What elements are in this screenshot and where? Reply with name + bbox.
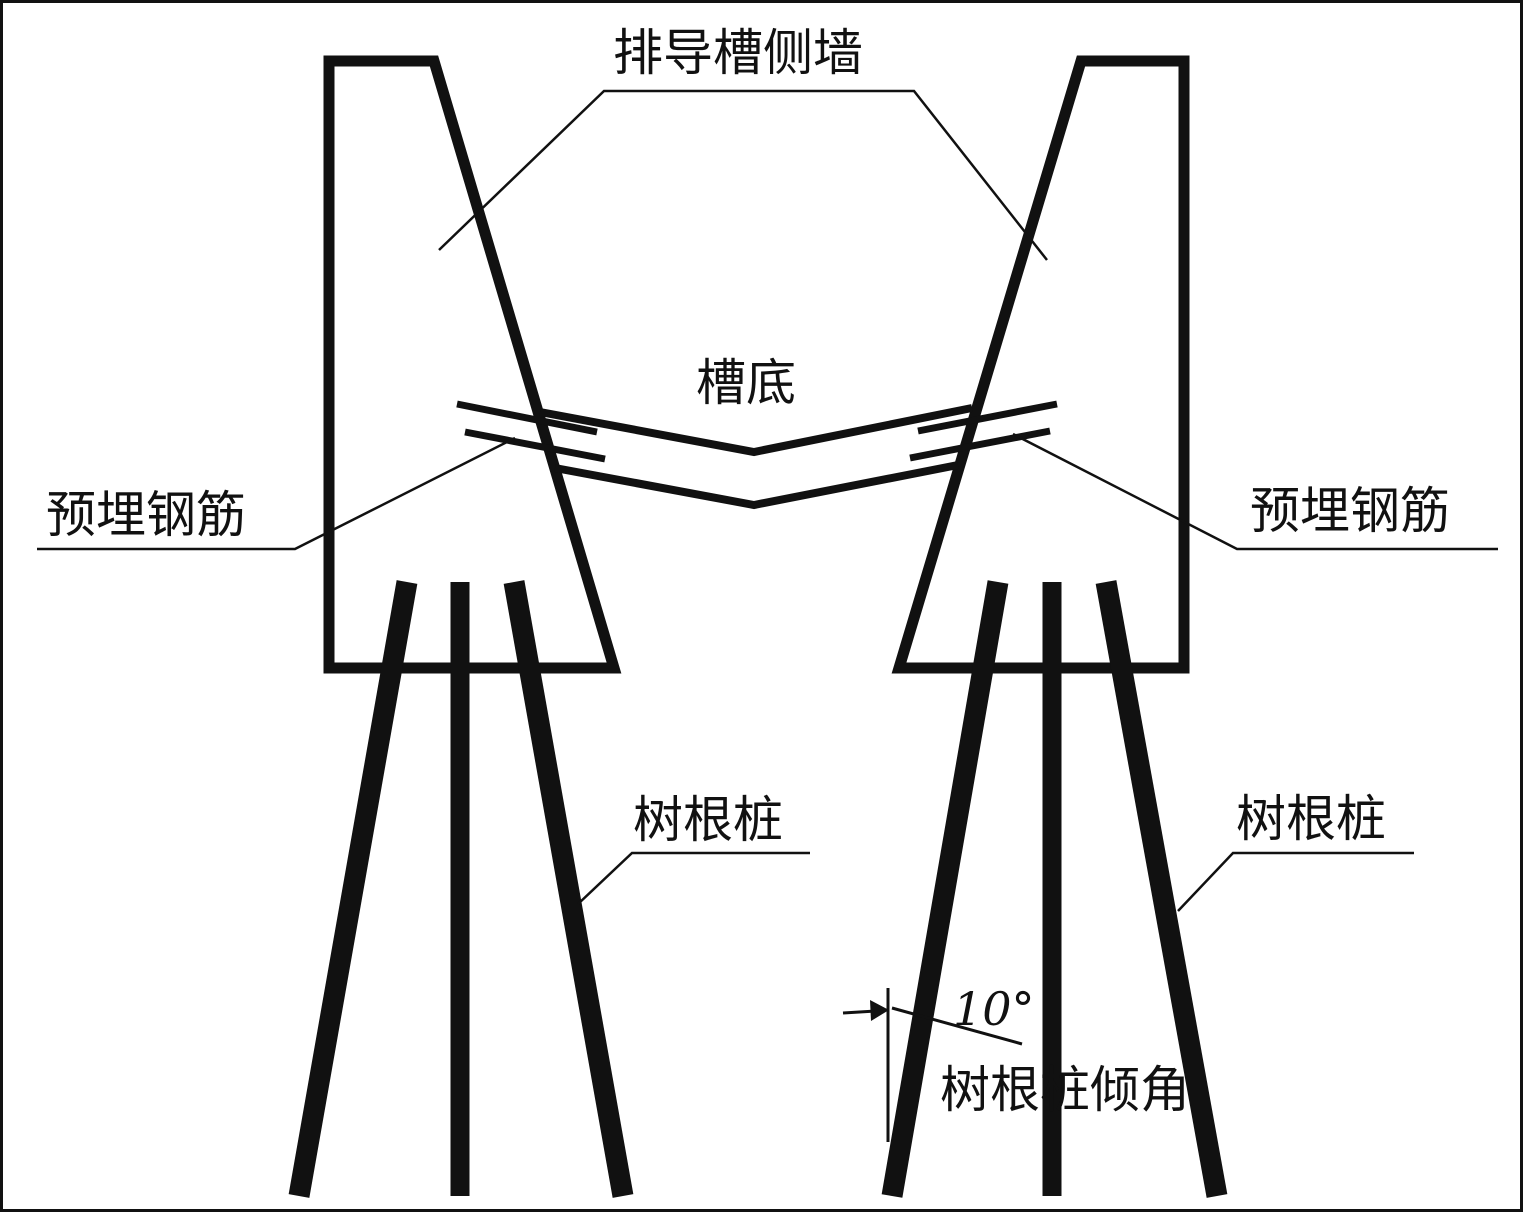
leader-lines [37,89,1498,912]
right-pile-leader [1177,851,1414,912]
right-side-wall [891,55,1190,674]
left-side-wall [323,55,622,674]
left-pile-leader [577,851,810,905]
side-wall-leader [438,89,1048,261]
left-embedded-rebars [456,400,606,463]
side-wall-label: 排导槽侧墙 [613,24,863,82]
pile-angle-annotation [842,988,1023,1142]
pile-angle-label: 树根桩倾角 [940,1061,1190,1119]
right-pile-outer [1095,580,1228,1198]
trough-bottom-label: 槽底 [696,354,796,412]
angle-arrow-shaft [842,1009,877,1015]
angle-arrow-head [870,1000,889,1021]
right-embedded-rebars [909,400,1058,462]
angle-pile-extension [891,1006,1023,1046]
left-pile-inner [503,580,634,1198]
right-rebar-label: 预埋钢筋 [1250,482,1450,540]
left-rebar-leader [37,436,516,551]
right-pile-label: 树根桩 [1236,790,1386,848]
left-root-piles [288,580,634,1198]
left-pile-outer [288,580,418,1198]
trough-bottom-slab [539,404,973,510]
right-pile-inner [881,580,1009,1198]
pile-angle-value: 10° [953,982,1035,1036]
left-pile-label: 树根桩 [633,791,783,849]
right-rebar-leader [1012,432,1498,551]
left-rebar-label: 预埋钢筋 [46,486,246,544]
right-root-piles [881,580,1228,1198]
